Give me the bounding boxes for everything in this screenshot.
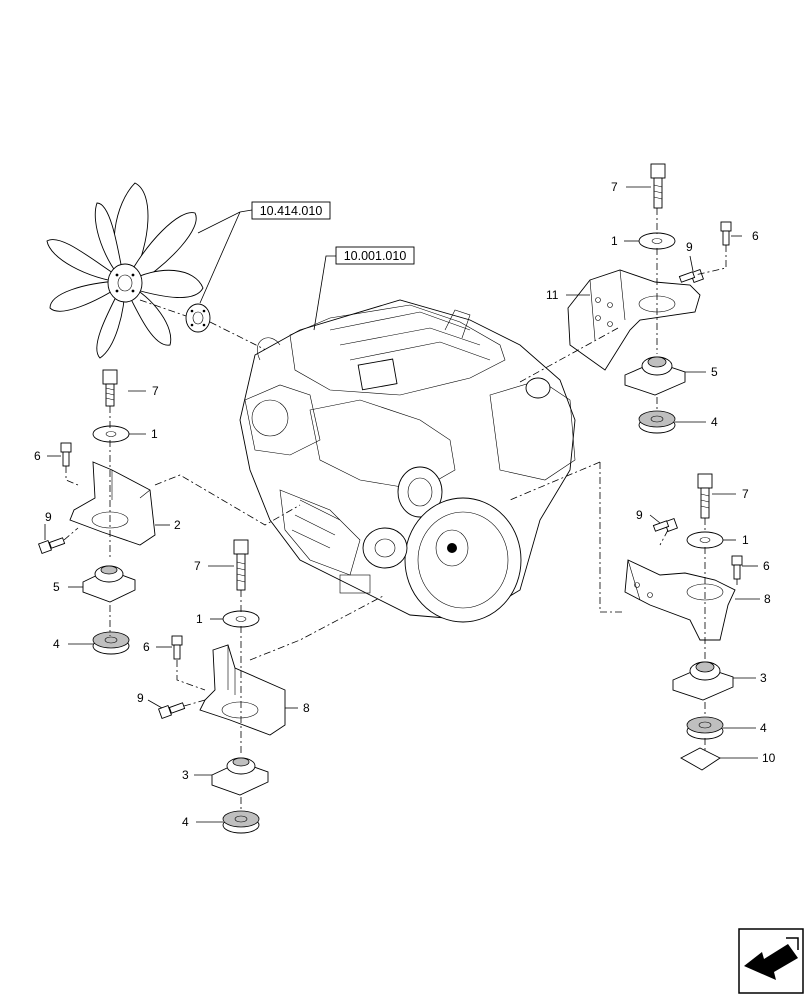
callout-7: 7 (152, 384, 159, 398)
callout-4: 4 (760, 721, 767, 735)
callout-6: 6 (752, 229, 759, 243)
callout-labels: 7 1 6 9 2 5 4 7 1 6 9 8 3 4 7 1 6 9 11 5… (34, 180, 776, 829)
callout-1: 1 (742, 533, 749, 547)
callout-9: 9 (636, 508, 643, 522)
callout-9: 9 (45, 510, 52, 524)
next-page-arrow-icon[interactable] (738, 928, 804, 994)
callout-10: 10 (762, 751, 776, 765)
callout-4: 4 (182, 815, 189, 829)
fan-ref-box[interactable] (251, 201, 331, 220)
left-rear-mount-group (38, 369, 301, 655)
callout-8: 8 (303, 701, 310, 715)
leader-lines (44, 186, 760, 823)
callout-7: 7 (742, 487, 749, 501)
callout-1: 1 (151, 427, 158, 441)
callout-5: 5 (53, 580, 60, 594)
callout-11: 11 (546, 288, 559, 302)
left-front-mount-group (158, 539, 386, 834)
callout-2: 2 (174, 518, 181, 532)
callout-9: 9 (686, 240, 693, 254)
callout-3: 3 (182, 768, 189, 782)
callout-4: 4 (53, 637, 60, 651)
callout-7: 7 (611, 180, 618, 194)
callout-9: 9 (137, 691, 144, 705)
right-upper-mount-group (519, 163, 732, 434)
callout-5: 5 (711, 365, 718, 379)
callout-6: 6 (143, 640, 150, 654)
engine-ref-box[interactable] (335, 246, 415, 265)
callout-3: 3 (760, 671, 767, 685)
callout-6: 6 (763, 559, 770, 573)
callout-1: 1 (196, 612, 203, 626)
engine-assembly (239, 299, 576, 623)
fan-ref-label: 10.414.010 (260, 204, 323, 218)
right-lower-mount-group (509, 461, 743, 771)
callout-4: 4 (711, 415, 718, 429)
engine-ref-label: 10.001.010 (344, 249, 407, 263)
callout-1: 1 (611, 234, 618, 248)
callout-6: 6 (34, 449, 41, 463)
cooling-fan (46, 182, 271, 359)
callout-8: 8 (764, 592, 771, 606)
reference-boxes: 10.414.010 10.001.010 (197, 201, 415, 331)
callout-7: 7 (194, 559, 201, 573)
